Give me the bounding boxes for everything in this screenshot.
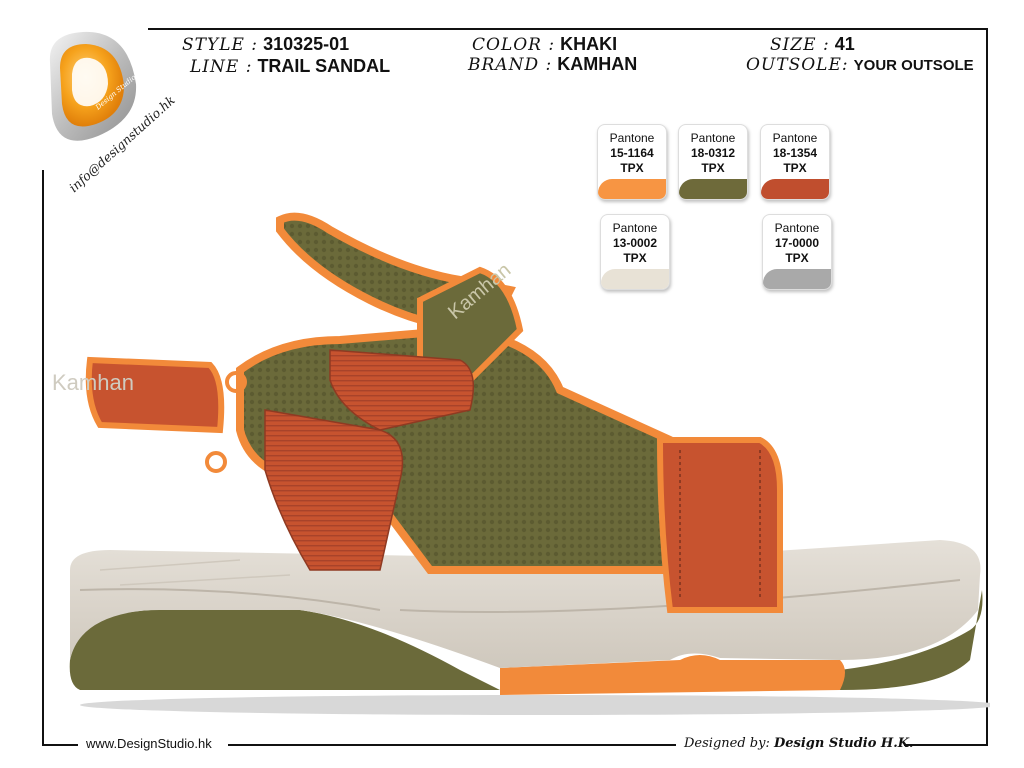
side-panel-rust — [264, 409, 404, 571]
size-label: SIZE : — [770, 35, 830, 55]
pantone-suffix: TPX — [701, 161, 725, 175]
midsole-line — [399, 579, 961, 613]
toe-strap-stitch — [679, 450, 761, 600]
upper-panel-rust — [329, 349, 475, 431]
pantone-label: Pantone — [774, 221, 820, 235]
frame-right-line — [986, 28, 988, 744]
buckle-ring — [205, 451, 227, 473]
pantone-label: Pantone — [609, 131, 655, 145]
frame-left-line — [42, 170, 44, 744]
pantone-code: 13-0002 — [612, 236, 658, 250]
spec-line: LINE : TRAIL SANDAL — [190, 56, 390, 77]
footer-website[interactable]: www.DesignStudio.hk — [86, 736, 212, 751]
pantone-chip-orange: Pantone 15-1164 TPX — [597, 124, 667, 200]
footer-designed-by: Designed by: Design Studio H.K. — [684, 736, 914, 751]
frame-top-line — [148, 28, 988, 30]
pantone-code: 17-0000 — [774, 236, 820, 250]
pantone-label: Pantone — [772, 131, 818, 145]
outsole-label: OUTSOLE: — [746, 55, 849, 75]
midsole-texture — [99, 559, 291, 586]
color-label: COLOR : — [472, 35, 556, 55]
midsole-line — [79, 588, 381, 611]
design-studio-logo-icon: Design Studio — [49, 31, 137, 141]
outsole-mid-orange — [500, 655, 845, 695]
pantone-chip-sand: Pantone 13-0002 TPX — [600, 214, 670, 290]
frame-bottom-line-middle — [228, 744, 676, 746]
buckle-ring — [225, 371, 247, 393]
pantone-swatch — [763, 269, 831, 289]
ground-shadow — [80, 695, 990, 715]
pantone-label: Pantone — [690, 131, 736, 145]
instep-strap — [417, 266, 524, 384]
spec-size: SIZE : 41 — [770, 34, 855, 55]
color-value: KHAKI — [560, 34, 618, 54]
line-value: TRAIL SANDAL — [257, 56, 391, 76]
designed-by-value: Design Studio H.K. — [773, 736, 914, 751]
pantone-label: Pantone — [612, 221, 658, 235]
brand-label: BRAND : — [468, 55, 553, 75]
toe-strap-rust — [656, 437, 783, 613]
outsole-toe-khaki — [840, 590, 983, 690]
pantone-chip-grey: Pantone 17-0000 TPX — [762, 214, 832, 290]
style-value: 310325-01 — [263, 34, 350, 54]
ankle-brand-mark: Kamhan — [52, 370, 134, 395]
pantone-suffix: TPX — [620, 161, 644, 175]
pantone-suffix: TPX — [785, 251, 809, 265]
designed-by-label: Designed by: — [684, 736, 770, 751]
size-value: 41 — [834, 34, 855, 54]
pantone-code: 18-0312 — [690, 146, 736, 160]
line-label: LINE : — [190, 57, 253, 77]
pantone-chip-khaki: Pantone 18-0312 TPX — [678, 124, 748, 200]
outsole-heel-khaki — [69, 610, 500, 690]
spec-outsole: OUTSOLE: YOUR OUTSOLE — [746, 54, 974, 75]
spec-style: STYLE : 310325-01 — [182, 34, 349, 55]
sandal-illustration: Kamhan Kamhan — [52, 212, 990, 715]
pantone-suffix: TPX — [623, 251, 647, 265]
pantone-code: 15-1164 — [610, 146, 654, 160]
spec-color: COLOR : KHAKI — [472, 34, 617, 55]
pantone-swatch — [761, 179, 829, 199]
pantone-chip-rust: Pantone 18-1354 TPX — [760, 124, 830, 200]
pantone-swatch — [598, 179, 666, 199]
pantone-code: 18-1354 — [772, 146, 818, 160]
pantone-swatch — [601, 269, 669, 289]
brand-value: KAMHAN — [557, 54, 638, 74]
pantone-suffix: TPX — [783, 161, 807, 175]
pantone-swatch — [679, 179, 747, 199]
style-label: STYLE : — [182, 35, 259, 55]
frame-bottom-line-right — [904, 744, 988, 746]
outsole-value: YOUR OUTSOLE — [853, 57, 974, 74]
spec-brand: BRAND : KAMHAN — [468, 54, 637, 75]
ankle-strap-rust — [85, 356, 225, 434]
design-studio-logo: Design Studio — [38, 24, 158, 164]
frame-bottom-line-left — [42, 744, 78, 746]
